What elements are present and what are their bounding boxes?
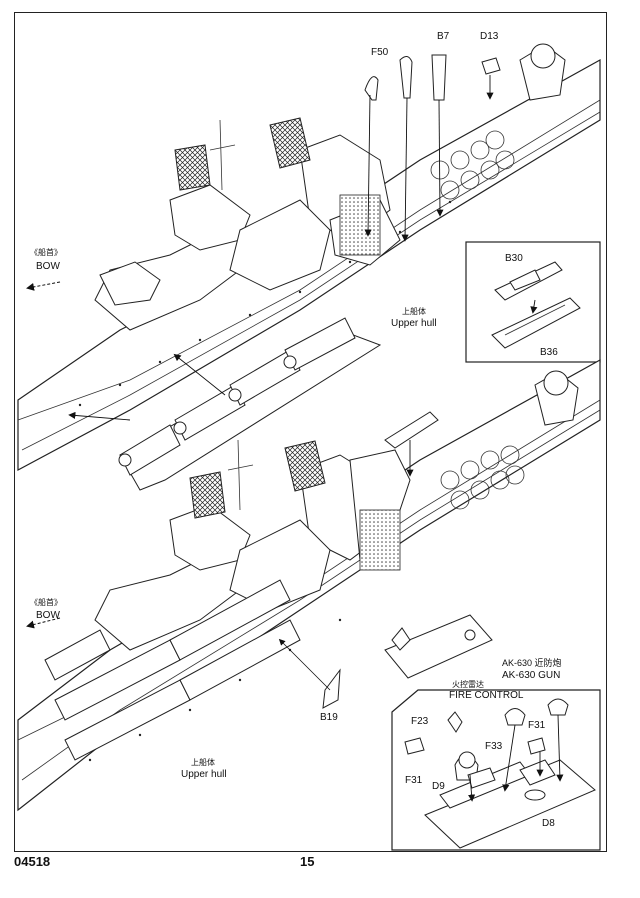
label-f23: F23 [411, 716, 429, 727]
label-f31-left: F31 [405, 775, 423, 786]
label-upper-hull-zh-bottom: 上船体 [191, 758, 215, 767]
label-upper-hull-top: Upper hull [391, 318, 437, 329]
label-b19: B19 [320, 712, 338, 723]
label-bow-bottom: BOW [36, 610, 60, 621]
bow-arrow-top [26, 281, 61, 291]
label-bow-top: BOW [36, 261, 60, 272]
top-ship [17, 43, 601, 472]
label-fire-control: FIRE CONTROL [449, 690, 524, 701]
bottom-ship [17, 358, 601, 812]
label-f50: F50 [371, 47, 389, 58]
label-f33: F33 [485, 741, 503, 752]
label-ak630: AK-630 GUN [502, 670, 561, 681]
label-b36: B36 [540, 347, 558, 358]
label-f31-right: F31 [528, 720, 546, 731]
label-ak630-zh: AK-630 近防炮 [502, 658, 562, 668]
ak630-subassembly [404, 698, 596, 849]
b19-part [278, 638, 341, 709]
label-d9: D9 [432, 781, 445, 792]
missile-launcher-part [68, 317, 382, 491]
label-b7: B7 [437, 31, 450, 42]
boat-inset-box [465, 241, 601, 363]
label-fire-control-zh: 火控雷达 [452, 680, 484, 689]
fire-control-deck-plate [384, 614, 493, 679]
label-upper-hull-zh-top: 上船体 [402, 307, 426, 316]
top-small-parts [364, 54, 501, 242]
label-d13: D13 [480, 31, 499, 42]
label-b30: B30 [505, 253, 523, 264]
label-d8: D8 [542, 818, 555, 829]
product-number: 04518 [14, 854, 51, 869]
boats [491, 261, 581, 349]
label-bow-zh-bottom: 《船首》 [30, 598, 62, 607]
page-number: 15 [300, 854, 315, 869]
label-bow-zh-top: 《船首》 [30, 248, 62, 257]
bow-arrow-bottom [26, 617, 61, 629]
boat-placement [384, 411, 439, 477]
label-upper-hull-bottom: Upper hull [181, 769, 227, 780]
page-frame [14, 12, 607, 852]
